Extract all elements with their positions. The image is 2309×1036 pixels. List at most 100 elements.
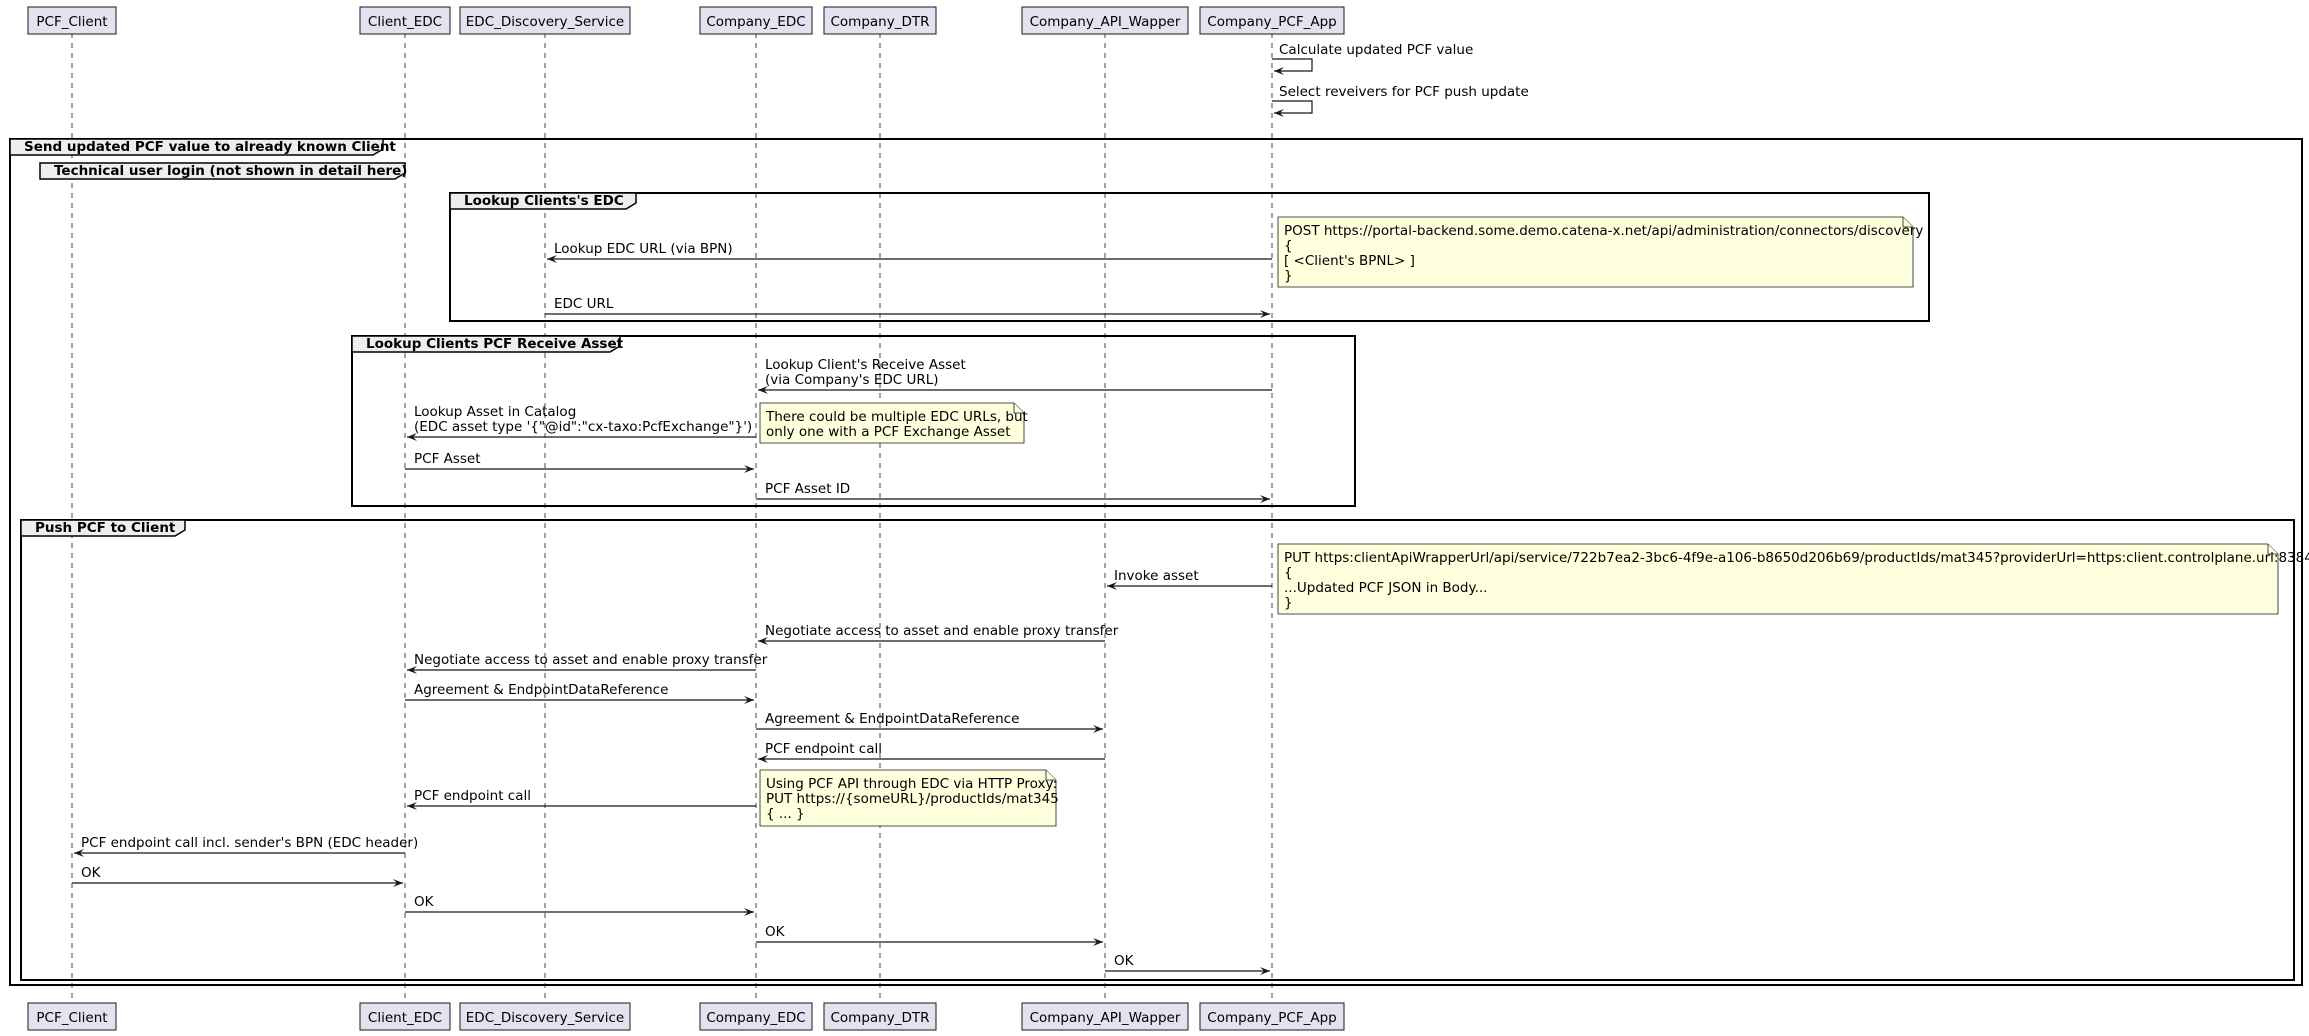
message-18: OK	[756, 924, 1103, 946]
note-3: Using PCF API through EDC via HTTP Proxy…	[759, 769, 1059, 827]
participant-edc_discovery-top: EDC_Discovery_Service	[459, 6, 631, 35]
participant-box	[823, 1002, 937, 1031]
note-line: {	[1284, 565, 1293, 581]
message-label: OK	[414, 894, 435, 910]
participant-company_api-top: Company_API_Wapper	[1021, 6, 1189, 35]
participant-company_app-top: Company_PCF_App	[1199, 6, 1345, 35]
message-4: Lookup Client's Receive Asset(via Compan…	[758, 357, 1272, 394]
frame-border	[351, 335, 1356, 507]
participant-box	[459, 6, 631, 35]
message-label: OK	[1114, 953, 1135, 969]
note-1: There could be multiple EDC URLs, butonl…	[759, 402, 1028, 444]
frame-tab	[449, 192, 637, 210]
note-line: ...Updated PCF JSON in Body...	[1284, 580, 1487, 596]
participant-company_app-bottom: Company_PCF_App	[1199, 1002, 1345, 1031]
group-label: Technical user login (not shown in detai…	[54, 163, 407, 179]
message-label: OK	[81, 865, 102, 881]
participant-client_edc-bottom: Client_EDC	[359, 1002, 451, 1031]
message-arrowhead	[744, 465, 754, 473]
note-line: {	[1284, 238, 1293, 254]
message-12: Agreement & EndpointDataReference	[756, 711, 1103, 733]
participant-label: Company_DTR	[831, 14, 930, 30]
group-label: Send updated PCF value to already known …	[24, 139, 396, 155]
participant-box	[699, 6, 813, 35]
note-fold	[2267, 544, 2278, 555]
participant-label: Client_EDC	[368, 14, 442, 30]
note-0: POST https://portal-backend.some.demo.ca…	[1277, 216, 1923, 288]
frame-tab	[20, 519, 186, 537]
message-5: Lookup Asset in Catalog(EDC asset type '…	[407, 404, 756, 441]
participant-label: Company_PCF_App	[1207, 14, 1336, 30]
message-label: Agreement & EndpointDataReference	[414, 682, 668, 698]
lifelines	[71, 33, 1273, 1005]
participant-box	[27, 6, 117, 35]
message-label: PCF endpoint call	[414, 788, 531, 804]
message-label: Calculate updated PCF value	[1279, 42, 1473, 58]
participant-pcf_client-bottom: PCF_Client	[27, 1002, 117, 1031]
group-frame-4: Push PCF to Client	[20, 519, 2295, 981]
message-line	[1272, 58, 1313, 72]
message-14: PCF endpoint call	[407, 788, 756, 810]
note-line: PUT https:clientApiWrapperUrl/api/servic…	[1284, 550, 2309, 566]
group-label: Lookup Clients's EDC	[464, 193, 624, 209]
message-1: Select reveivers for PCF push update	[1272, 84, 1529, 117]
note-body	[1277, 216, 1914, 288]
participant-company_edc-top: Company_EDC	[699, 6, 813, 35]
message-arrowhead	[407, 666, 417, 674]
frame-border	[20, 519, 2295, 981]
note-line: only one with a PCF Exchange Asset	[766, 424, 1011, 440]
message-arrowhead	[758, 386, 768, 394]
group-label: Lookup Clients PCF Receive Asset	[366, 336, 624, 352]
participant-company_api-bottom: Company_API_Wapper	[1021, 1002, 1189, 1031]
message-arrowhead	[547, 255, 557, 263]
message-label: PCF Asset	[414, 451, 481, 467]
participant-company_dtr-bottom: Company_DTR	[823, 1002, 937, 1031]
message-9: Negotiate access to asset and enable pro…	[758, 623, 1119, 645]
message-arrowhead	[74, 849, 84, 857]
message-label: PCF endpoint call incl. sender's BPN (ED…	[81, 835, 418, 851]
message-arrowhead	[1093, 725, 1103, 733]
participant-company_dtr-top: Company_DTR	[823, 6, 937, 35]
participant-label: Company_DTR	[831, 1010, 930, 1026]
message-line	[1272, 100, 1313, 114]
note-line: PUT https://{someURL}/productIds/mat345	[766, 791, 1059, 807]
message-arrowhead	[1093, 938, 1103, 946]
participant-box	[1021, 1002, 1189, 1031]
message-arrowhead	[744, 908, 754, 916]
participant-pcf_client-top: PCF_Client	[27, 6, 117, 35]
message-label: Invoke asset	[1114, 568, 1199, 584]
note-line: { ... }	[766, 806, 805, 822]
message-label: Negotiate access to asset and enable pro…	[414, 652, 768, 668]
frame-border	[449, 192, 1930, 322]
group-frame-0: Send updated PCF value to already known …	[9, 138, 2303, 986]
message-17: OK	[405, 894, 754, 916]
participant-edc_discovery-bottom: EDC_Discovery_Service	[459, 1002, 631, 1031]
participant-box	[1199, 1002, 1345, 1031]
participant-box	[823, 6, 937, 35]
frame-tab	[9, 138, 384, 156]
frame-tab	[351, 335, 621, 353]
participant-box	[459, 1002, 631, 1031]
participant-label: Company_API_Wapper	[1030, 1010, 1181, 1026]
participant-label: EDC_Discovery_Service	[466, 14, 624, 30]
participant-box	[1199, 6, 1345, 35]
participant-label: PCF_Client	[36, 1010, 107, 1026]
message-11: Agreement & EndpointDataReference	[405, 682, 754, 704]
message-arrowhead	[758, 637, 768, 645]
note-body	[759, 402, 1025, 444]
message-label: Select reveivers for PCF push update	[1279, 84, 1529, 100]
message-label: OK	[765, 924, 786, 940]
participant-label: Company_EDC	[706, 1010, 805, 1026]
participant-label: PCF_Client	[36, 14, 107, 30]
message-arrowhead	[1260, 967, 1270, 975]
message-label: EDC URL	[554, 296, 614, 312]
participant-box	[359, 1002, 451, 1031]
message-label: Lookup Asset in Catalog	[414, 404, 576, 420]
note-line: }	[1284, 595, 1293, 611]
frame-tab	[39, 162, 406, 180]
message-arrowhead	[758, 755, 768, 763]
message-arrowhead	[407, 433, 417, 441]
message-10: Negotiate access to asset and enable pro…	[407, 652, 768, 674]
participant-box	[359, 6, 451, 35]
